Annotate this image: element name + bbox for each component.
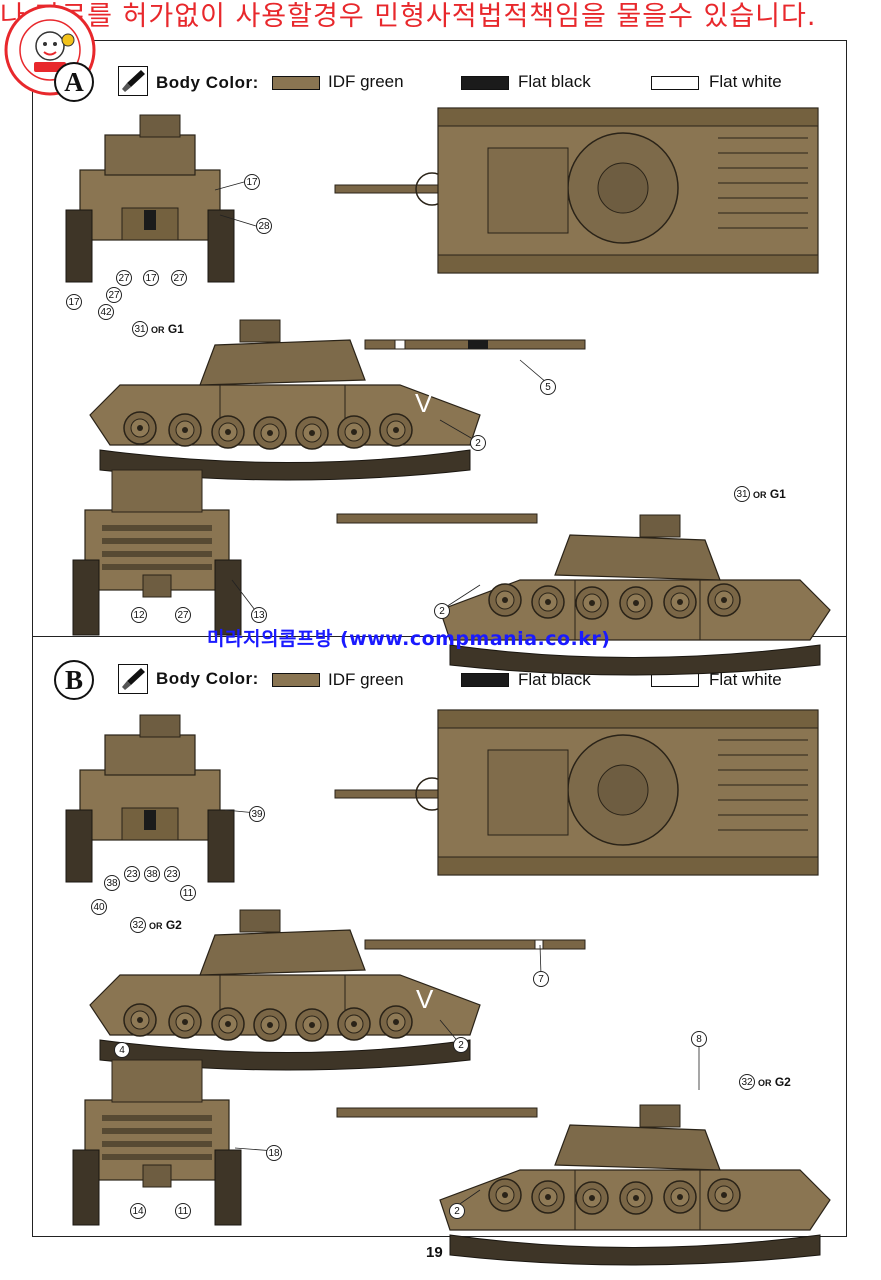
swatch-flat-black — [461, 673, 509, 687]
callout-2: 2 — [434, 603, 450, 619]
or-g2-label: OR G2 — [149, 918, 182, 932]
or-g1-label: OR G1 — [753, 487, 786, 501]
section-a-badge: A — [54, 62, 94, 102]
callout-4: 4 — [114, 1042, 130, 1058]
callout-2: 2 — [449, 1203, 465, 1219]
or-g2-label: OR G2 — [758, 1075, 791, 1089]
side-view-b — [89, 909, 586, 1071]
callout-12: 12 — [131, 607, 147, 623]
callout-13: 13 — [251, 607, 267, 623]
page-number: 19 — [426, 1244, 443, 1261]
callout-17: 17 — [66, 294, 82, 310]
paint-label-flat-black: Flat black — [518, 72, 591, 91]
callout-17: 17 — [143, 270, 159, 286]
callout-7: 7 — [533, 971, 549, 987]
rear-view-b — [72, 1059, 242, 1226]
paint-label-flat-white: Flat white — [709, 670, 782, 689]
callout-8: 8 — [691, 1031, 707, 1047]
swatch-idf-green — [272, 76, 320, 90]
swatch-flat-white — [651, 76, 699, 90]
callout-38: 38 — [104, 875, 120, 891]
callout-14: 14 — [130, 1203, 146, 1219]
paint-label-flat-black: Flat black — [518, 670, 591, 689]
paintbrush-icon — [118, 66, 148, 96]
copyright-watermark: 나 자료를 허가없이 사용할경우 민형사적법적책임을 물을수 있습니다. — [0, 1, 817, 32]
callout-11: 11 — [175, 1203, 191, 1219]
callout-27: 27 — [106, 287, 122, 303]
side-view-b-reverse — [336, 1104, 831, 1266]
callout-38: 38 — [144, 866, 160, 882]
callout-32: 32 — [739, 1074, 755, 1090]
or-g1-label: OR G1 — [151, 322, 184, 336]
callout-2: 2 — [453, 1037, 469, 1053]
side-view-a-reverse — [336, 513, 831, 676]
callout-18: 18 — [266, 1145, 282, 1161]
section-b-badge: B — [54, 660, 94, 700]
paint-label-idf-green: IDF green — [328, 72, 404, 91]
body-color-label: Body Color: — [156, 669, 259, 688]
instruction-frame — [32, 40, 847, 1237]
chevron-mark: V — [484, 556, 502, 586]
body-color-label: Body Color: — [156, 73, 259, 92]
paint-label-idf-green: IDF green — [328, 670, 404, 689]
swatch-idf-green — [272, 673, 320, 687]
swatch-flat-black — [461, 76, 509, 90]
paintbrush-icon — [118, 664, 148, 694]
callout-40: 40 — [91, 899, 107, 915]
compmania-url-watermark: 미라지의콤프방 (www.compmania.co.kr) — [207, 628, 611, 650]
callout-28: 28 — [256, 218, 272, 234]
callout-39: 39 — [249, 806, 265, 822]
callout-27: 27 — [175, 607, 191, 623]
callout-42: 42 — [98, 304, 114, 320]
callout-17: 17 — [244, 174, 260, 190]
top-view-b — [334, 709, 819, 876]
callout-27: 27 — [116, 270, 132, 286]
callout-27: 27 — [171, 270, 187, 286]
top-view-a — [334, 107, 819, 274]
chevron-mark: V — [483, 1151, 501, 1181]
callout-31: 31 — [734, 486, 750, 502]
callout-23: 23 — [124, 866, 140, 882]
section-divider — [32, 636, 847, 637]
chevron-mark: V — [416, 984, 434, 1014]
chevron-mark: V — [415, 388, 433, 418]
front-view-b — [65, 714, 235, 883]
front-view-a — [65, 114, 235, 283]
callout-11: 11 — [180, 885, 196, 901]
callout-32: 32 — [130, 917, 146, 933]
paint-label-flat-white: Flat white — [709, 72, 782, 91]
callout-31: 31 — [132, 321, 148, 337]
callout-2: 2 — [470, 435, 486, 451]
rear-view-a — [72, 469, 242, 636]
callout-23: 23 — [164, 866, 180, 882]
callout-5: 5 — [540, 379, 556, 395]
side-view-a — [89, 319, 586, 481]
